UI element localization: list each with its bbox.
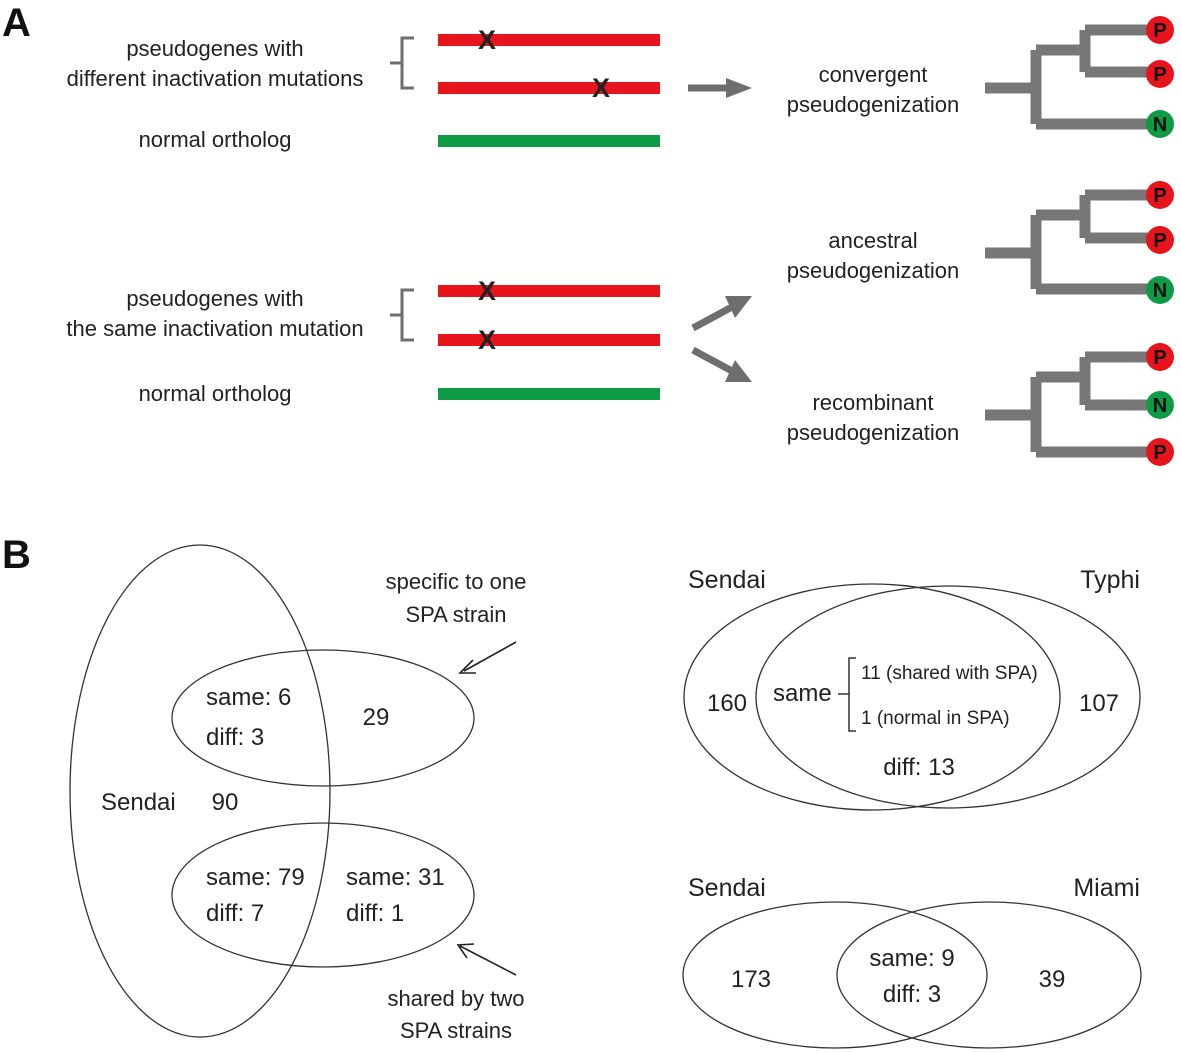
group2-normal-bar (438, 388, 660, 400)
group1-label-line2: different inactivation mutations (67, 66, 364, 91)
svg-text:P: P (1153, 20, 1166, 42)
shared-overlap-diff: diff: 7 (206, 900, 264, 927)
specific-only-count: 29 (363, 704, 390, 731)
miami-venn-miami-only: 39 (1039, 966, 1066, 993)
typhi-venn-same-label: same (773, 680, 832, 707)
outcome2-tree (985, 189, 1148, 295)
svg-text:N: N (1153, 114, 1167, 136)
outcome3-label-line1: recombinant (812, 390, 933, 415)
typhi-venn-typhi-only: 107 (1079, 690, 1119, 717)
miami-venn-sendai-ellipse (682, 901, 988, 1049)
arrow-to-ancestral (691, 296, 752, 332)
group1-bracket (390, 36, 414, 90)
svg-text:P: P (1153, 64, 1166, 86)
specific-spa-ellipse (171, 649, 475, 787)
typhi-venn-diff: diff: 13 (883, 754, 955, 781)
specific-overlap-same: same: 6 (206, 684, 291, 711)
outcome2-badge-3: N (1146, 276, 1174, 304)
annotation-top-line1: specific to one (386, 569, 527, 594)
group2-label-line2: the same inactivation mutation (66, 316, 363, 341)
outcome3-badge-1: P (1146, 343, 1174, 371)
miami-venn-sendai-only: 173 (731, 966, 771, 993)
shared-only-same: same: 31 (346, 864, 445, 891)
group2-pseudogene-bar-2 (438, 334, 660, 346)
outcome1-badge-3: N (1146, 110, 1174, 138)
typhi-venn-same-item-2: 1 (normal in SPA) (861, 708, 1010, 729)
panel-b-letter: B (2, 533, 31, 577)
typhi-venn-left-name: Sendai (688, 566, 766, 594)
outcome3-label-line2: pseudogenization (787, 420, 959, 445)
group1-label-line1: pseudogenes with (126, 36, 303, 61)
miami-venn-miami-ellipse (836, 901, 1142, 1049)
outcome2-badge-1: P (1146, 181, 1174, 209)
svg-text:P: P (1153, 230, 1166, 252)
group2-pseudogene-bar-1 (438, 285, 660, 297)
outcome3-tree (985, 351, 1148, 458)
group1-pseudogene-bar-2 (438, 82, 660, 94)
svg-text:P: P (1153, 347, 1166, 369)
outcome1-label-line2: pseudogenization (787, 92, 959, 117)
outcome1-badge-2: P (1146, 60, 1174, 88)
outcome2-label-line1: ancestral (828, 228, 917, 253)
outcome1-badge-1: P (1146, 16, 1174, 44)
specific-overlap-diff: diff: 3 (206, 724, 264, 751)
outcome2-badge-2: P (1146, 226, 1174, 254)
miami-venn-overlap-same: same: 9 (869, 945, 954, 972)
group2-mutation-mark-1: X (478, 276, 496, 306)
outcome1-label-line1: convergent (819, 62, 928, 87)
miami-venn-overlap-diff: diff: 3 (883, 981, 941, 1008)
miami-venn-right-name: Miami (1073, 874, 1140, 902)
svg-text:N: N (1153, 395, 1167, 417)
outcome1-tree (985, 24, 1148, 130)
svg-text:N: N (1153, 280, 1167, 302)
typhi-venn-sendai-only: 160 (707, 690, 747, 717)
sendai-label: Sendai (101, 789, 176, 816)
group2-label-line1: pseudogenes with (126, 286, 303, 311)
svg-text:P: P (1153, 442, 1166, 464)
sendai-ellipse (69, 544, 331, 1038)
group1-mutation-mark-1: X (478, 25, 496, 55)
group2-mutation-mark-2: X (478, 325, 496, 355)
annotation-top-arrow (458, 641, 517, 674)
miami-venn-left-name: Sendai (688, 874, 766, 902)
shared-only-diff: diff: 1 (346, 900, 404, 927)
group1-mutation-mark-2: X (592, 73, 610, 103)
svg-text:P: P (1153, 185, 1166, 207)
outcome3-badge-2: N (1146, 391, 1174, 419)
outcome3-badge-3: P (1146, 438, 1174, 466)
typhi-venn-sendai-ellipse (683, 583, 1061, 811)
group1-normal-label: normal ortholog (139, 127, 292, 152)
panel-a-letter: A (2, 1, 31, 45)
outcome2-label-line2: pseudogenization (787, 258, 959, 283)
typhi-venn-right-name: Typhi (1080, 566, 1140, 594)
group1-normal-bar (438, 135, 660, 147)
group2-normal-label: normal ortholog (139, 381, 292, 406)
annotation-bottom-line2: SPA strains (400, 1018, 512, 1043)
typhi-venn-same-item-1: 11 (shared with SPA) (861, 663, 1038, 684)
arrow-to-convergent (688, 78, 752, 98)
group2-bracket (390, 288, 414, 342)
shared-overlap-same: same: 79 (206, 864, 305, 891)
shared-spa-ellipse (171, 822, 475, 968)
typhi-venn-typhi-ellipse (755, 585, 1141, 809)
group1-pseudogene-bar-1 (438, 34, 660, 46)
annotation-bottom-arrow (456, 943, 517, 976)
typhi-venn-brace (838, 657, 856, 732)
arrow-to-recombinant (691, 346, 752, 382)
sendai-only-count: 90 (212, 789, 239, 816)
annotation-bottom-line1: shared by two (388, 986, 525, 1011)
annotation-top-line2: SPA strain (405, 602, 506, 627)
